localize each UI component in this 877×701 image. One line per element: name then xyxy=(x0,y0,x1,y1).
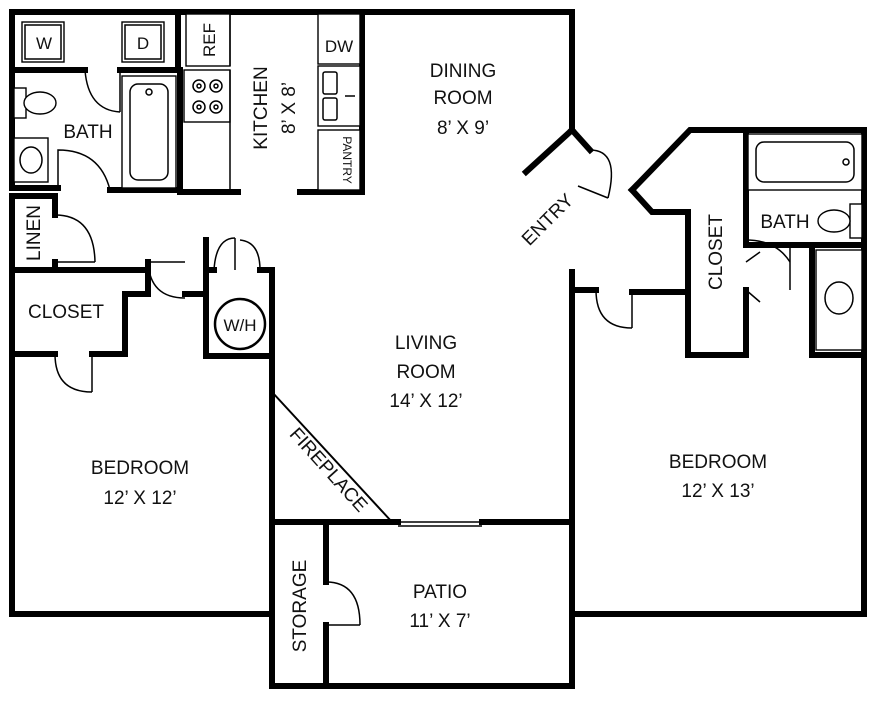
refrigerator-icon: REF xyxy=(185,13,231,67)
stove-icon xyxy=(183,69,231,123)
entry-label: ENTRY xyxy=(518,190,578,250)
linen-label: LINEN xyxy=(24,205,45,261)
toilet-icon xyxy=(13,87,57,119)
kitchen-label: KITCHEN xyxy=(251,66,272,149)
doors xyxy=(54,69,791,626)
bedroom-left-size: 12’ X 12’ xyxy=(103,488,176,509)
kitchen-sink-icon xyxy=(317,65,361,127)
living-room-label: LIVING xyxy=(395,333,457,354)
fireplace-label: FIREPLACE xyxy=(285,424,371,517)
living-room-label: ROOM xyxy=(396,362,455,383)
bedroom-right-size: 12’ X 13’ xyxy=(681,481,754,502)
kitchen-size: 8’ X 8’ xyxy=(279,82,300,134)
water-heater-icon: W/H xyxy=(213,297,267,351)
living-room-size: 14’ X 12’ xyxy=(389,391,462,412)
patio-label: PATIO xyxy=(413,582,467,603)
dryer-icon: D xyxy=(121,21,165,63)
walls xyxy=(9,9,867,689)
bathtub-icon xyxy=(121,75,177,189)
dining-room-label: DINING xyxy=(430,61,497,82)
pantry-label: PANTRY xyxy=(340,136,354,184)
washer-icon: W xyxy=(21,21,65,63)
washer-label: W xyxy=(36,34,52,53)
patio-size: 11’ X 7’ xyxy=(409,611,470,632)
bathroom-sink-icon xyxy=(815,249,863,351)
refrigerator-label: REF xyxy=(200,23,219,57)
closet-label-left: CLOSET xyxy=(28,302,104,323)
bedroom-left-label: BEDROOM xyxy=(91,458,189,479)
bath-label-right: BATH xyxy=(760,212,809,233)
bath-label-left: BATH xyxy=(63,122,112,143)
dining-room-label: ROOM xyxy=(433,88,492,109)
bathroom-sink-icon xyxy=(13,137,49,183)
toilet-icon xyxy=(817,203,863,239)
dishwasher-label: DW xyxy=(325,37,353,56)
bathtub-icon xyxy=(747,133,863,191)
water-heater-label: W/H xyxy=(223,316,256,335)
dryer-label: D xyxy=(137,34,149,53)
dining-room-size: 8’ X 9’ xyxy=(437,118,489,139)
pantry: PANTRY xyxy=(317,129,361,191)
dishwasher-icon: DW xyxy=(317,13,361,65)
closet-label-right: CLOSET xyxy=(706,214,727,290)
bedroom-right-label: BEDROOM xyxy=(669,452,767,473)
storage-label: STORAGE xyxy=(290,560,311,653)
